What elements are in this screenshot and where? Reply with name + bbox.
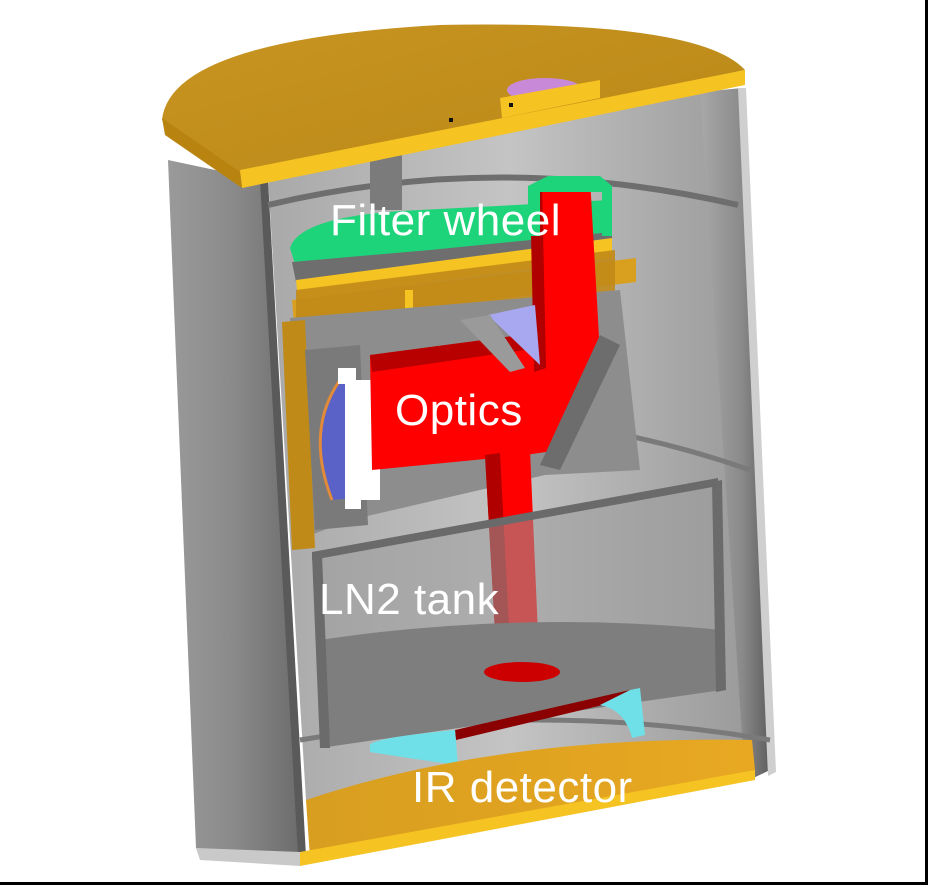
- detector-mount-left: [370, 730, 458, 765]
- detector-mount-right: [600, 688, 645, 738]
- label-optics: Optics: [395, 386, 523, 435]
- lens-rim: [318, 379, 342, 501]
- ir-detector-assembly: [370, 688, 645, 765]
- base-left-foot: [196, 848, 300, 866]
- frame-border-right: [925, 0, 928, 885]
- lid-screw-2: [509, 103, 513, 107]
- frame-border-bottom: [0, 882, 928, 885]
- lid-window-mount: [500, 80, 600, 118]
- optics-red-horizontal: [370, 340, 600, 470]
- shell-left-wall: [168, 160, 300, 858]
- shell-right-wall: [700, 88, 770, 782]
- ring-groove-upper: [267, 174, 739, 208]
- base-top-surface: [306, 739, 755, 858]
- base-front-edge: [300, 770, 755, 866]
- label-filter-wheel: Filter wheel: [330, 196, 561, 245]
- tank-bottom-plate: [320, 622, 722, 748]
- diagonal-support: [540, 335, 620, 470]
- lid-top-surface: [162, 24, 745, 178]
- optics-assembly: [282, 176, 640, 686]
- filter-wheel-cover: [528, 176, 612, 236]
- label-ir-detector: IR detector: [412, 763, 633, 812]
- optics-red-vertical: [540, 178, 600, 370]
- base-plate: [196, 739, 755, 866]
- lens-clip-bottom: [345, 495, 361, 509]
- tank-left-wall: [312, 555, 330, 748]
- lid-screw-1: [449, 118, 453, 122]
- tank-right-wall: [712, 480, 726, 692]
- detector-dark-strip: [455, 690, 632, 740]
- tank-top-edge: [312, 478, 718, 560]
- label-ln2-tank: LN2 tank: [319, 575, 500, 624]
- shell-right-edge: [738, 88, 776, 776]
- lens-clip-top: [338, 368, 356, 384]
- ln2-tank: [312, 478, 726, 748]
- lid-left-edge: [162, 118, 242, 188]
- top-lid: [162, 24, 745, 188]
- tank-beam-hole: [484, 662, 560, 682]
- fold-mirror-mount: [460, 315, 525, 372]
- shell-left-rim: [260, 180, 306, 856]
- lid-front-edge: [240, 70, 745, 188]
- filter-support-rib: [405, 290, 413, 320]
- lens-blue: [320, 380, 352, 500]
- fold-mirror: [488, 305, 540, 365]
